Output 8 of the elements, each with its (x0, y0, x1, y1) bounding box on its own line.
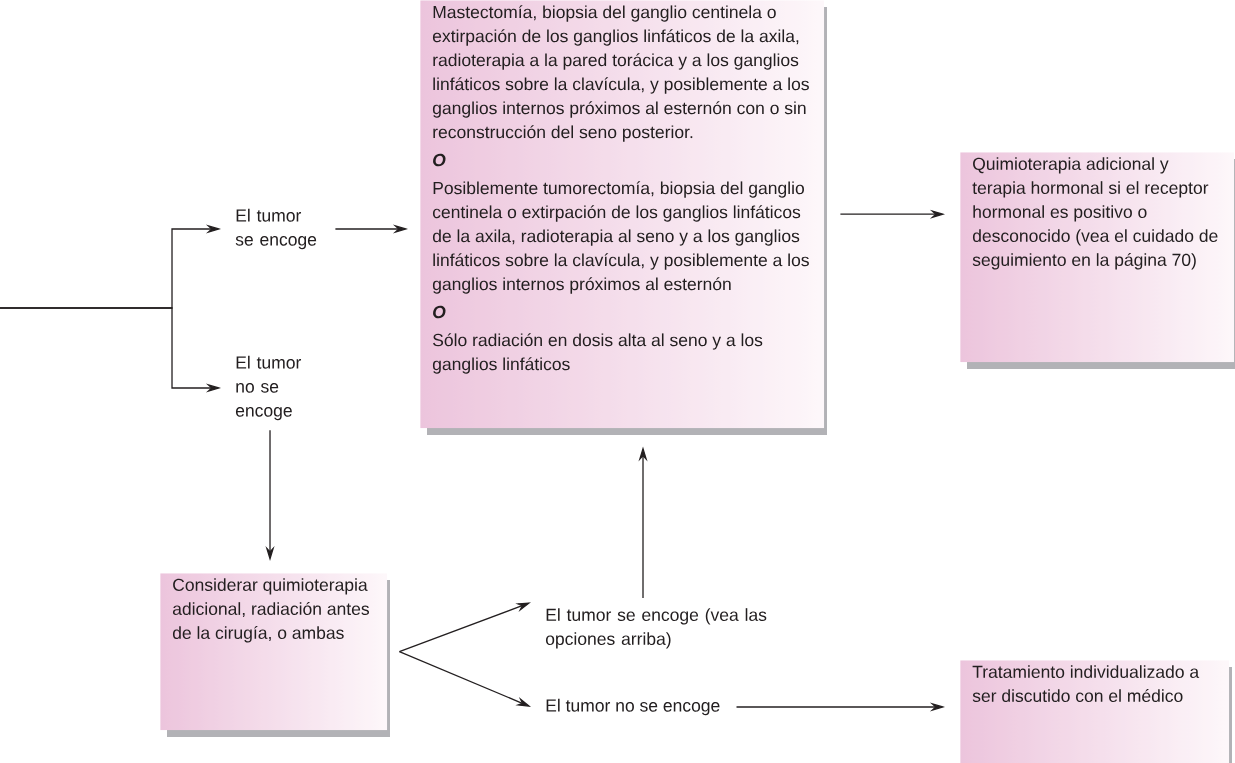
process-box: Quimioterapia adicional y terapia hormonal si el receptor hormonal es positivo o desconocido (vea el cuidado de seguimiento en la página 70) (960, 152, 1235, 369)
process-box: Mastectomía, biopsia del ganglio centinela o extirpación de los ganglios linfáticos de la axila, radioterapia a la pared torácica y a los ganglios linfáticos sobre la clavícula, y posiblemente a los ganglios internos próximos al esternón con o sin reconstrucción del seno posterior. O Posiblemente tumorectomía, biopsia del ganglio centinela o extirpación de los ganglios linfáticos de la axila, radioterapia al seno y a los ganglios linfáticos sobre la clavícula, y posiblemente a los ganglios internos próximos al esternón O Sólo radiación en dosis alta al seno y a los ganglios linfáticos (420, 0, 827, 435)
process-box: Considerar quimioterapia adicional, radiación antes de la cirugía, o ambas (160, 573, 390, 737)
process-box: Tratamiento individualizado a ser discutido con el médico (960, 660, 1232, 763)
step-label: El tumor no se encoge (235, 355, 302, 421)
step-label: El tumor no se encoge (546, 698, 720, 716)
step-label: El tumor se encoge (vea las opciones arriba) (545, 608, 767, 649)
step-label: El tumor se encoge (235, 208, 317, 250)
